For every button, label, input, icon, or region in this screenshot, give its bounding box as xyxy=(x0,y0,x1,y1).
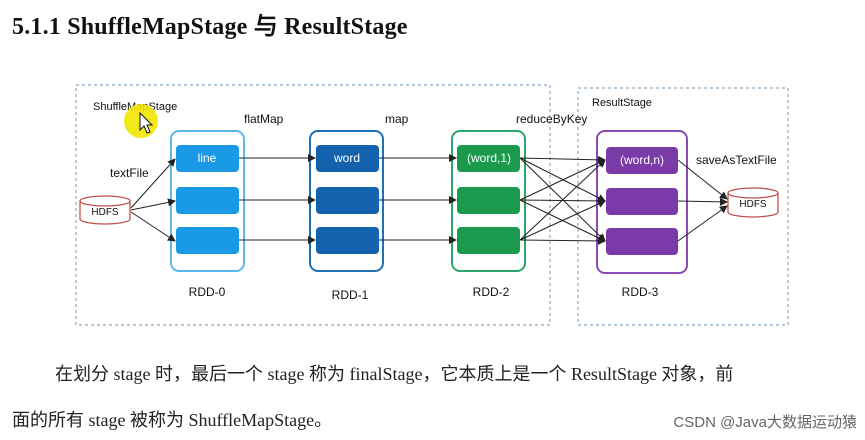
rdd3-partition xyxy=(606,188,678,215)
map-op-label: map xyxy=(385,112,409,126)
shuffle-edges xyxy=(519,155,606,245)
shufflemap-stage-boundary xyxy=(75,84,551,326)
hdfs-output-cylinder xyxy=(727,187,779,218)
edge-arrow xyxy=(677,205,728,242)
rdd1-partition xyxy=(316,187,379,214)
rdd2-name: RDD-2 xyxy=(473,285,510,299)
rdd2-partition xyxy=(457,227,520,254)
rdd2-partition xyxy=(457,145,520,172)
paragraph-line-1: 在划分 stage 时，最后一个 stage 称为 finalStage，它本质… xyxy=(55,364,734,384)
rdd0-partition-label: line xyxy=(198,151,217,165)
edge-arrow xyxy=(130,211,176,242)
result-stage-label: ResultStage xyxy=(592,97,652,109)
hdfs-output-label: HDFS xyxy=(739,199,767,210)
rdd3-name: RDD-3 xyxy=(622,285,659,299)
rdd2-partition-label: (word,1) xyxy=(467,151,511,165)
textfile-op-label: textFile xyxy=(110,166,149,180)
rdd1-name: RDD-1 xyxy=(332,288,369,302)
rdd3-partition xyxy=(606,147,678,174)
rdd0-partition xyxy=(176,187,239,214)
rdd0-name: RDD-0 xyxy=(189,285,226,299)
flatmap-op-label: flatMap xyxy=(244,112,284,126)
rdd0-partition xyxy=(176,145,239,172)
hdfs-input-cylinder xyxy=(79,195,131,225)
edge-arrow xyxy=(677,197,728,206)
rdd1-partition xyxy=(316,227,379,254)
watermark: CSDN @Java大数据运动猿 xyxy=(673,414,857,431)
section-heading: 5.1.1 ShuffleMapStage 与 ResultStage xyxy=(12,14,408,40)
hdfs-input-label: HDFS xyxy=(91,207,119,218)
edge-arrow xyxy=(130,158,176,209)
rdd3-partition xyxy=(606,228,678,255)
paragraph-line-2: 面的所有 stage 被称为 ShuffleMapStage。 xyxy=(12,410,333,430)
reducebykey-op-label: reduceByKey xyxy=(516,112,587,126)
result-stage-boundary xyxy=(577,87,789,326)
saveastextfile-op-label: saveAsTextFile xyxy=(696,153,777,167)
edge-arrow xyxy=(130,198,176,211)
rdd0-partition xyxy=(176,227,239,254)
edge-arrow xyxy=(677,159,728,200)
rdd1-partition xyxy=(316,145,379,172)
rdd3-partition-label: (word,n) xyxy=(620,153,664,167)
rdd1-partition-label: word xyxy=(333,151,360,165)
rdd2-partition xyxy=(457,187,520,214)
cursor-icon xyxy=(139,111,154,134)
